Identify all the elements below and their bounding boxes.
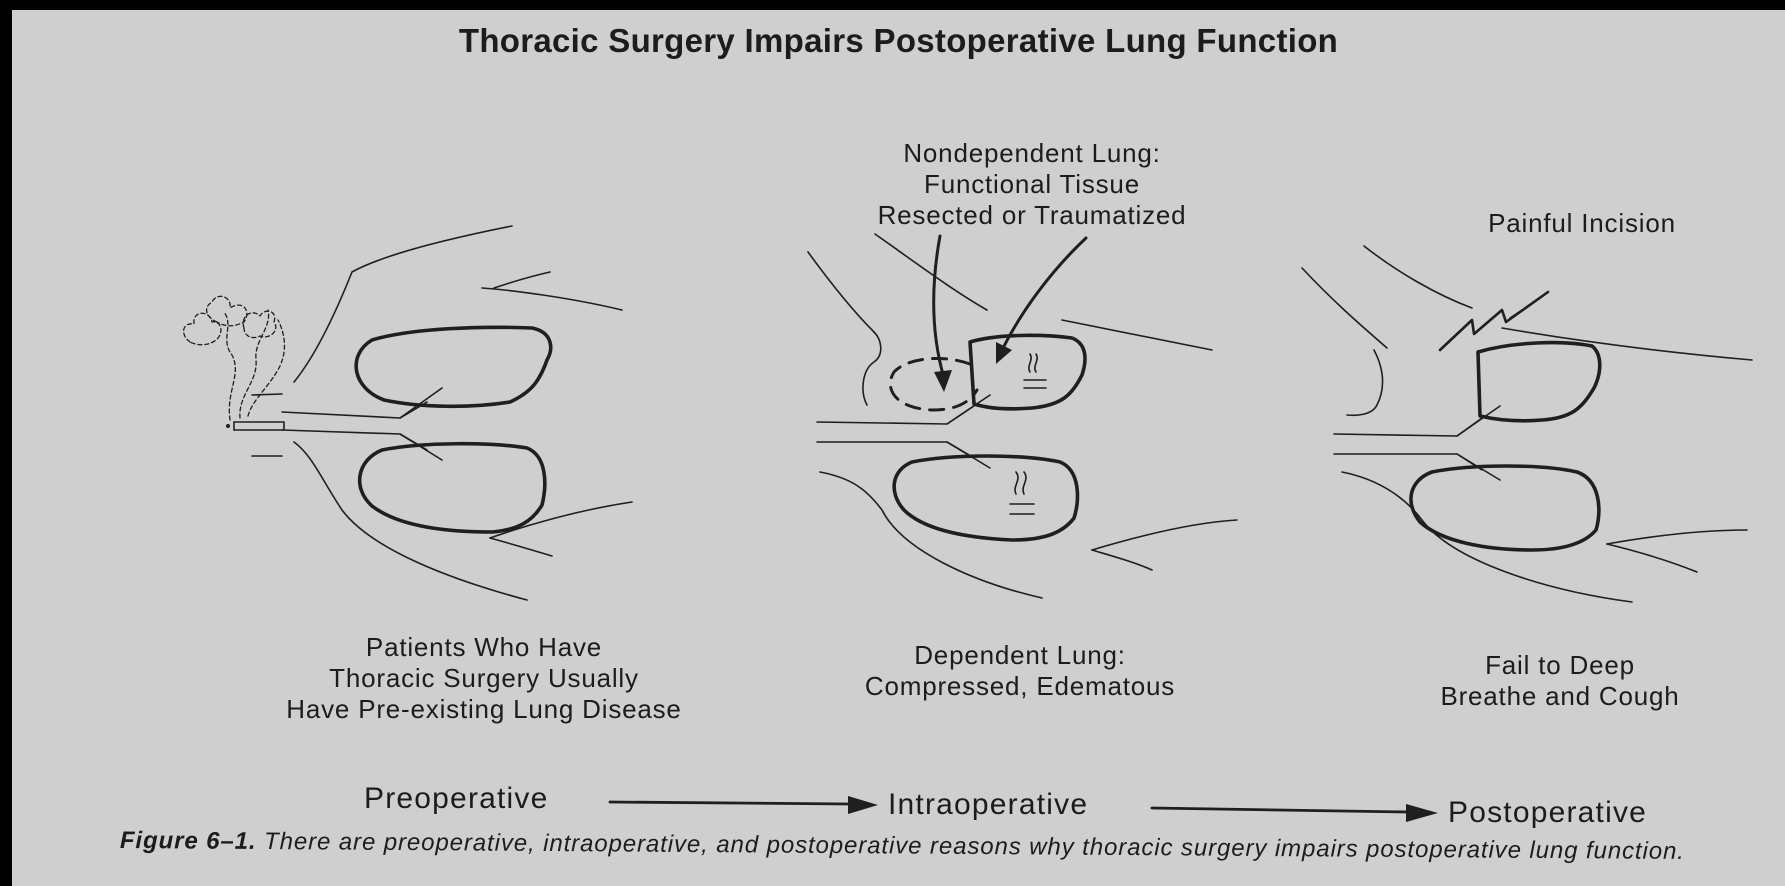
nondependent-lung-label-line: Nondependent Lung:	[832, 138, 1232, 169]
nondependent-lung-label: Nondependent Lung: Functional Tissue Res…	[832, 138, 1232, 231]
dependent-lung-label-line: Dependent Lung:	[820, 640, 1220, 671]
figure-title: Thoracic Surgery Impairs Postoperative L…	[12, 22, 1785, 60]
figure-page: Thoracic Surgery Impairs Postoperative L…	[12, 10, 1785, 886]
painful-incision-label-line: Painful Incision	[1432, 208, 1732, 239]
nondependent-lung-label-line: Functional Tissue	[832, 169, 1232, 200]
preoperative-caption-line: Have Pre-existing Lung Disease	[244, 694, 724, 725]
stage-postoperative: Postoperative	[1448, 796, 1647, 830]
preoperative-caption: Patients Who Have Thoracic Surgery Usual…	[244, 632, 724, 725]
stage-intraoperative: Intraoperative	[888, 788, 1088, 822]
stage-preoperative: Preoperative	[364, 782, 549, 816]
dependent-lung-label-line: Compressed, Edematous	[820, 671, 1220, 702]
intraoperative-lungs	[808, 234, 1237, 598]
painful-incision-label: Painful Incision	[1432, 208, 1732, 239]
postoperative-caption: Fail to Deep Breathe and Cough	[1410, 650, 1710, 712]
preoperative-lungs	[184, 226, 632, 600]
postoperative-caption-line: Fail to Deep	[1410, 650, 1710, 681]
postoperative-caption-line: Breathe and Cough	[1410, 681, 1710, 712]
nondependent-lung-label-line: Resected or Traumatized	[832, 200, 1232, 231]
preoperative-caption-line: Thoracic Surgery Usually	[244, 663, 724, 694]
dependent-lung-label: Dependent Lung: Compressed, Edematous	[820, 640, 1220, 702]
preoperative-caption-line: Patients Who Have	[244, 632, 724, 663]
postoperative-lungs	[1302, 246, 1752, 602]
figure-number: Figure 6–1.	[120, 827, 257, 855]
